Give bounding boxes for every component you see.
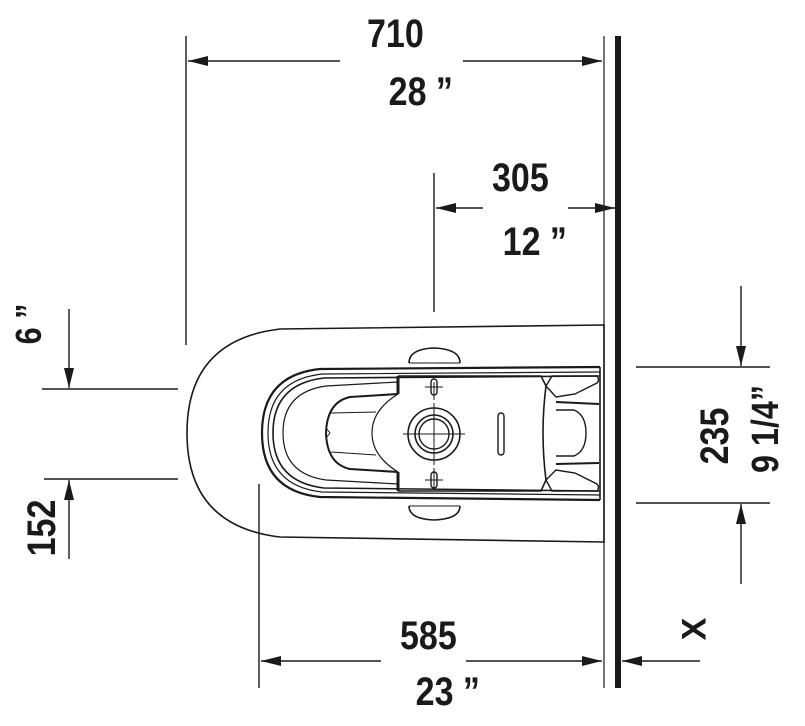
dim-235-inch: 9 1/4” — [745, 384, 787, 474]
dim-305-mm: 305 — [492, 156, 549, 200]
dim-585-mm: 585 — [400, 614, 457, 658]
dim-585-inch: 23 ” — [415, 670, 480, 714]
dim-710-mm: 710 — [367, 12, 424, 56]
dim-152-mm: 152 — [20, 499, 64, 557]
dim-152-inch: 6 ” — [8, 303, 49, 345]
dim-305-inch: 12 ” — [502, 220, 567, 264]
dim-235-mm: 235 — [693, 407, 737, 465]
dim-710-inch: 28 ” — [388, 70, 453, 114]
bowl-outline — [186, 324, 605, 543]
dim-x-label: X — [675, 617, 714, 641]
